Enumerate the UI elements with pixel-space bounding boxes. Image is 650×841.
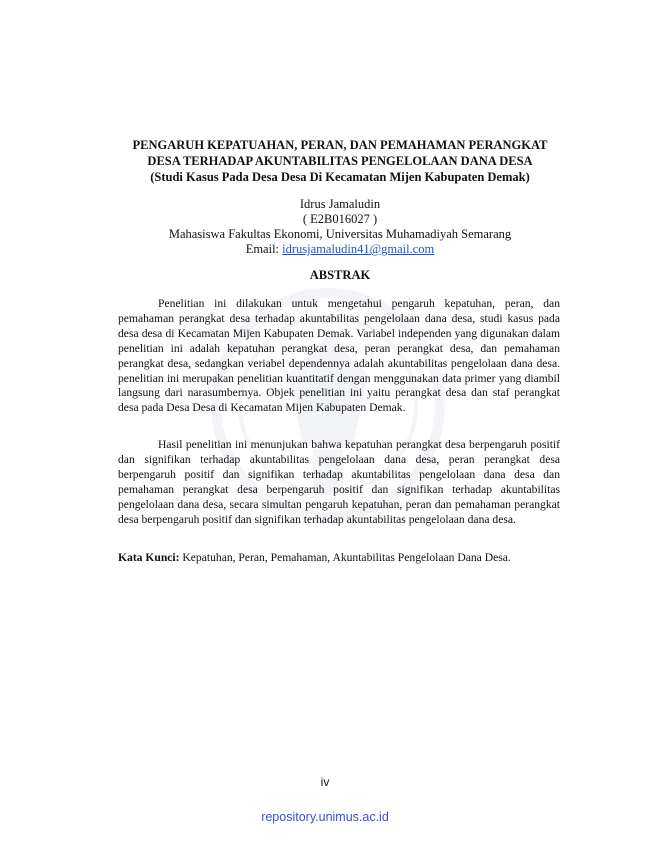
author-email-line: Email: idrusjamaludin41@gmail.com: [80, 242, 600, 257]
page-number: iv: [320, 775, 330, 789]
title-line-1: PENGARUH KEPATUAHAN, PERAN, DAN PEMAHAMA…: [132, 138, 548, 152]
abstract-paragraph-2: Hasil penelitian ini menunjukan bahwa ke…: [118, 438, 560, 526]
keywords-line: Kata Kunci: Kepatuhan, Peran, Pemahaman,…: [118, 550, 578, 565]
title-subtitle: (Studi Kasus Pada Desa Desa Di Kecamatan…: [150, 170, 530, 184]
repository-watermark[interactable]: repository.unimus.ac.id: [261, 810, 389, 824]
paper-title: PENGARUH KEPATUAHAN, PERAN, DAN PEMAHAMA…: [80, 137, 600, 185]
title-line-2: DESA TERHADAP AKUNTABILITAS PENGELOLAAN …: [147, 154, 533, 168]
author-affiliation: Mahasiswa Fakultas Ekonomi, Universitas …: [168, 227, 512, 241]
author-student-id: ( E2B016027 ): [302, 212, 378, 226]
email-label: Email:: [245, 242, 283, 256]
keywords-value: Kepatuhan, Peran, Pemahaman, Akuntabilit…: [179, 551, 511, 564]
author-info: Idrus Jamaludin ( E2B016027 ) Mahasiswa …: [80, 197, 600, 257]
keywords-label: Kata Kunci:: [118, 551, 180, 564]
abstract-paragraph-1: Penelitian ini dilakukan untuk mengetahu…: [118, 297, 560, 415]
email-link[interactable]: idrusjamaludin41@gmail.com: [282, 242, 435, 256]
abstract-heading: ABSTRAK: [309, 268, 371, 282]
author-name: Idrus Jamaludin: [299, 197, 381, 211]
